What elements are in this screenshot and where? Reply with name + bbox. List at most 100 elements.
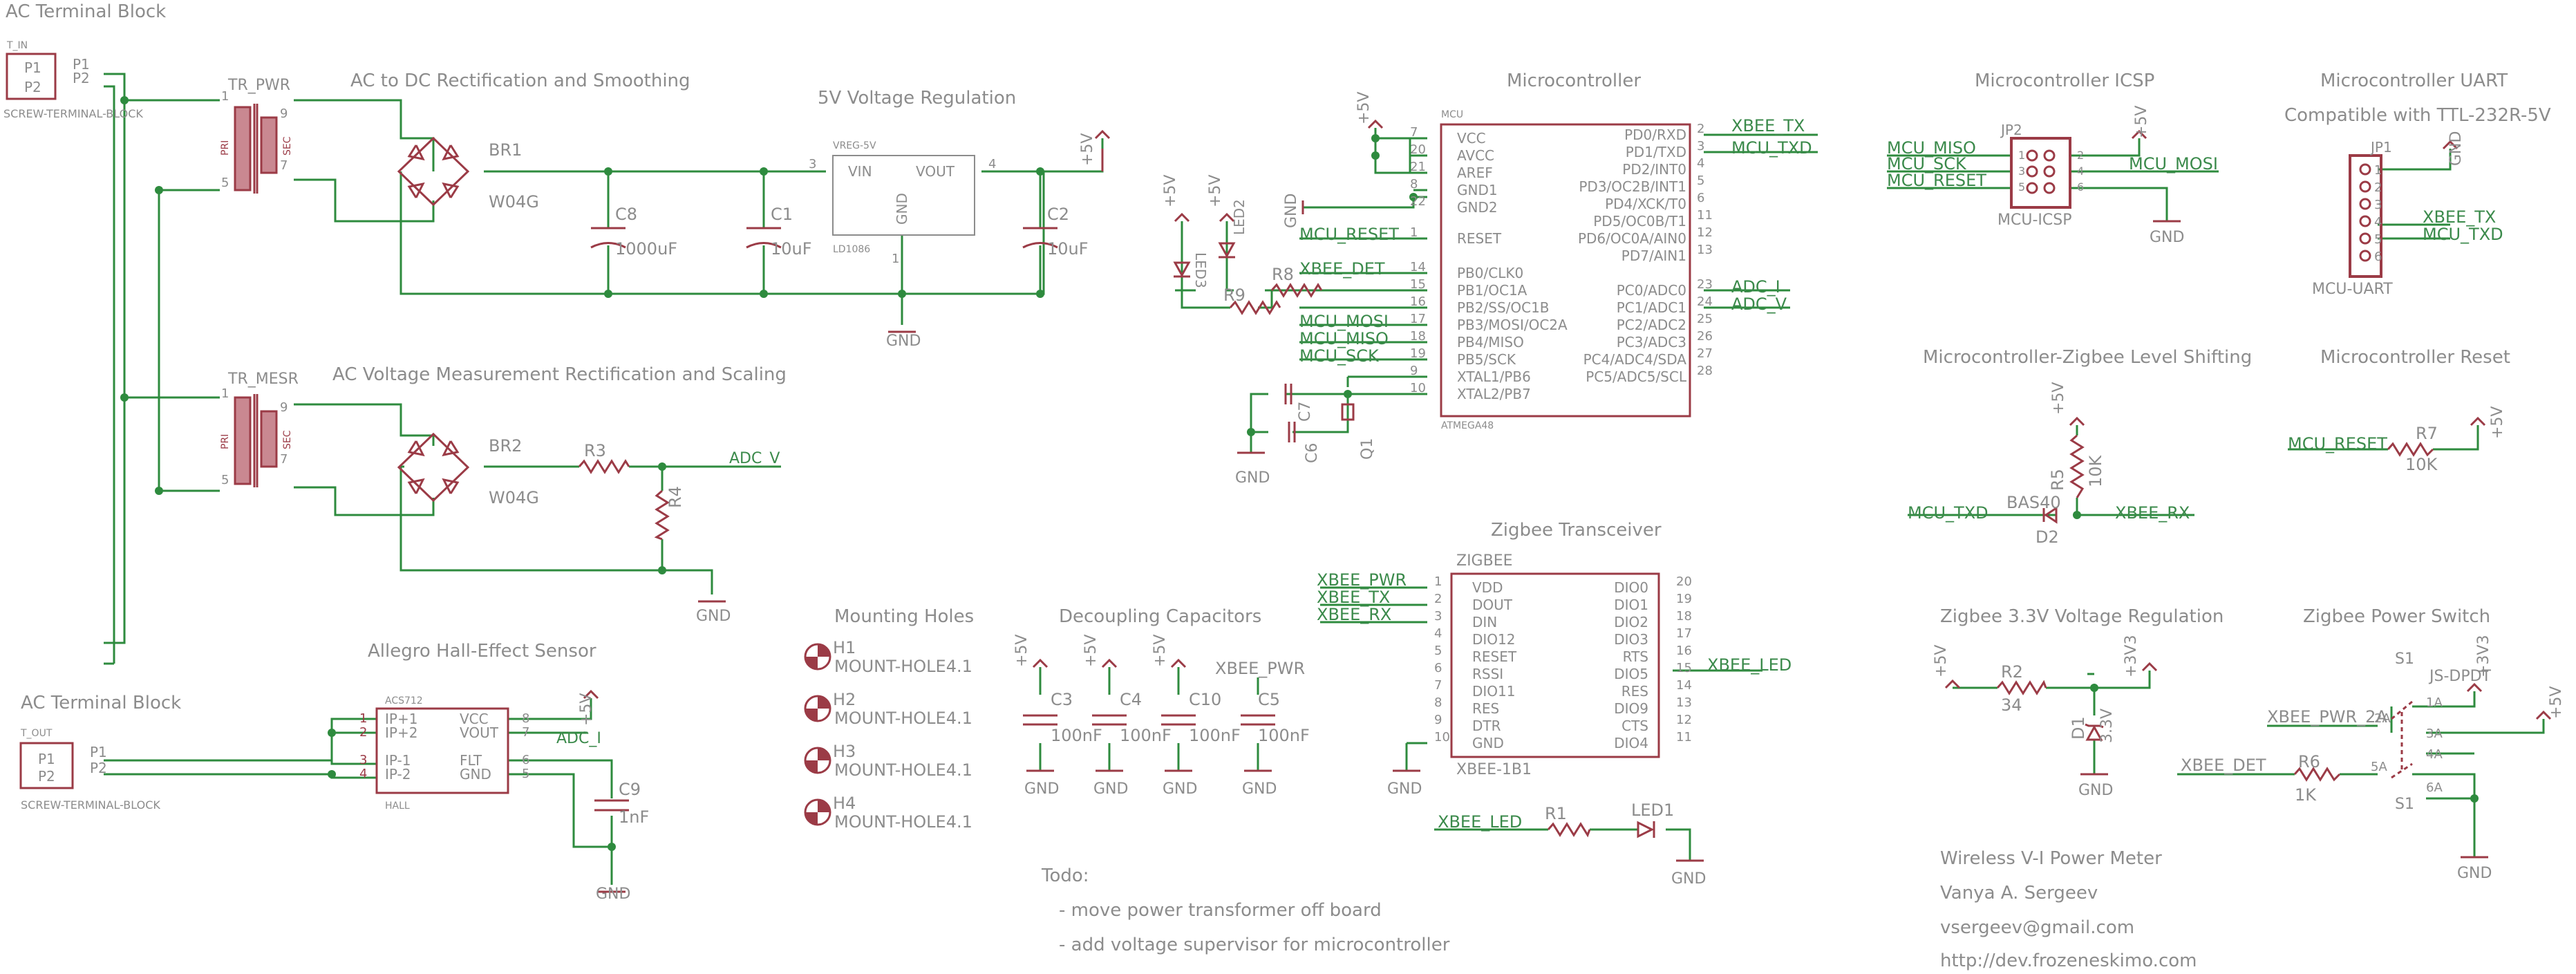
label: 8 [1410, 177, 1418, 191]
section-title: Microcontroller UART [2320, 71, 2508, 91]
label: R9 [1223, 285, 1245, 305]
led-led3 [1173, 261, 1191, 278]
label: PD1/TXD [1626, 144, 1686, 160]
label: VIN [848, 163, 872, 180]
label: VOUT [916, 163, 955, 180]
label: 19 [1410, 346, 1426, 361]
label: VREG-5V [833, 140, 876, 151]
label: +5V [2548, 686, 2565, 719]
label: 5 [2374, 232, 2382, 247]
transformer-tr-pwr [234, 104, 278, 194]
label: MCU_SCK [1299, 346, 1380, 366]
label: DIO4 [1614, 735, 1648, 751]
section-title: Zigbee 3.3V Voltage Regulation [1940, 606, 2224, 627]
label: 1 [2374, 163, 2382, 178]
label: GND [1093, 780, 1128, 798]
label: GND [894, 193, 910, 225]
label: DIO5 [1614, 666, 1648, 682]
label: RES [1472, 700, 1499, 717]
label: P2 [24, 79, 41, 95]
label: GND [886, 333, 921, 350]
label: R7 [2416, 424, 2438, 443]
label: 3 [1434, 609, 1442, 624]
label: 16 [1676, 644, 1692, 658]
terminal-block-in [6, 53, 57, 100]
terminal-block-out [19, 742, 74, 789]
label: 3.3V [2098, 709, 2116, 743]
label: 9 [280, 400, 288, 415]
label: GND [1242, 780, 1277, 798]
icsp-header [2010, 137, 2071, 209]
section-title: Mounting Holes [834, 606, 974, 627]
capacitor-c8 [590, 227, 626, 249]
label: +5V [1355, 92, 1373, 124]
label: CTS [1621, 718, 1648, 734]
label: GND [1163, 780, 1197, 798]
label: XBEE_TX [2423, 207, 2496, 227]
label: C3 [1051, 690, 1073, 709]
label: 1 [359, 711, 367, 726]
label: VDD [1472, 579, 1503, 596]
label: H1 [833, 638, 856, 657]
label: GND [2457, 865, 2492, 882]
label: P2 [90, 760, 107, 776]
label: PB0/CLK0 [1457, 265, 1523, 281]
label: MCU-ICSP [1997, 212, 2071, 229]
label: PRI [220, 140, 231, 156]
zener-d1 [2085, 723, 2104, 741]
label: TR_PWR [227, 77, 290, 94]
label: MOUNT-HOLE4.1 [834, 657, 972, 676]
label: IP+1 [385, 711, 417, 727]
section-title: AC Voltage Measurement Rectification and… [332, 364, 787, 385]
label: 4 [2077, 165, 2084, 178]
label: 25 [1697, 312, 1713, 326]
label: MCU_MISO [1887, 138, 1976, 158]
bridge-rectifier-br1 [397, 136, 470, 207]
label: AVCC [1457, 147, 1494, 164]
label: GND [1235, 469, 1270, 487]
section-title: Compatible with TTL-232R-5V [2284, 105, 2551, 126]
capacitor-c10 [1161, 714, 1196, 726]
label: 5A [2371, 760, 2387, 774]
section-title: AC Terminal Block [21, 693, 181, 713]
label: Q1 [1359, 438, 1376, 460]
label: W04G [489, 488, 539, 507]
label: 24 [1697, 294, 1713, 309]
label: S1 [2395, 796, 2414, 813]
label: MCU_TXD [2423, 225, 2503, 244]
label: PD6/OC0A/AIN0 [1578, 230, 1686, 247]
label: XTAL1/PB6 [1457, 368, 1531, 385]
label: MCU_TXD [1731, 138, 1812, 158]
label: XBEE_PWR [1317, 570, 1407, 590]
label: ATMEGA48 [1441, 420, 1494, 431]
label: T_IN [6, 40, 28, 51]
label: DIO1 [1614, 597, 1648, 613]
label: ADC_V [1731, 294, 1787, 314]
label: PC3/ADC3 [1617, 334, 1686, 350]
label: H2 [833, 690, 856, 709]
led-led1 [1637, 821, 1655, 839]
label: 21 [1410, 160, 1426, 174]
label: DIO3 [1614, 631, 1648, 648]
label: +3V3 [2475, 635, 2492, 677]
label: +5V [1082, 635, 1100, 667]
todo-item: - move power transformer off board [1059, 900, 1382, 921]
label: GND [460, 766, 491, 783]
label: LED1 [1631, 800, 1674, 820]
label: 1 [892, 252, 899, 266]
label: MCU_SCK [1887, 154, 1967, 174]
capacitor-c7 [1284, 384, 1292, 404]
label: 1K [2295, 785, 2317, 805]
label: MOUNT-HOLE4.1 [834, 812, 972, 832]
credit-project: Wireless V-I Power Meter [1940, 848, 2162, 869]
label: PD7/AIN1 [1621, 247, 1686, 264]
label: GND [1387, 780, 1422, 798]
xbee-body [1450, 572, 1660, 758]
label: 15 [1410, 277, 1426, 292]
label: +5V [2489, 406, 2506, 439]
label: P1 [73, 56, 90, 73]
label: DIO11 [1472, 683, 1516, 700]
label: PD2/INT0 [1622, 161, 1686, 178]
label: BR1 [489, 140, 522, 160]
label: 6A [2426, 780, 2443, 795]
